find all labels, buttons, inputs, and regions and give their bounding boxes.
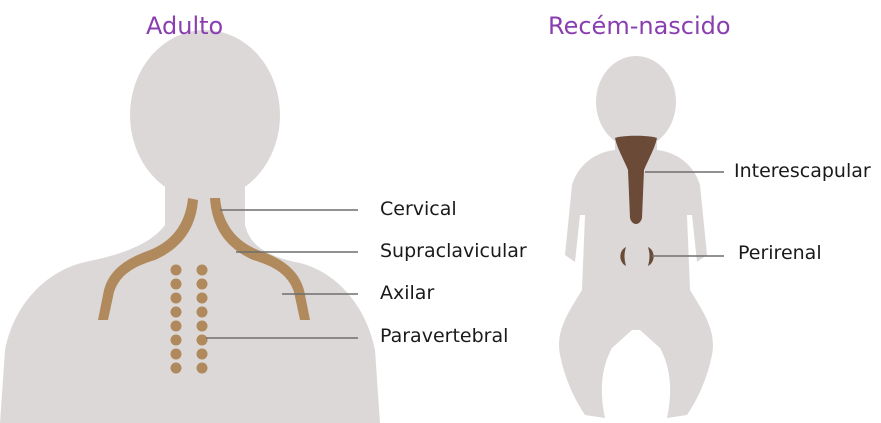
label-paravertebral: Paravertebral [380,325,508,347]
newborn-head [596,56,676,148]
label-cervical: Cervical [380,198,457,220]
newborn-title: Recém-nascido [548,12,731,40]
adult-head [130,30,280,200]
label-axilar: Axilar [380,282,434,304]
label-interescapular: Interescapular [734,160,871,182]
adult-title: Adulto [146,12,223,40]
newborn-silhouette [559,56,713,418]
label-supraclavicular: Supraclavicular [380,240,527,262]
label-perirenal: Perirenal [738,242,822,264]
